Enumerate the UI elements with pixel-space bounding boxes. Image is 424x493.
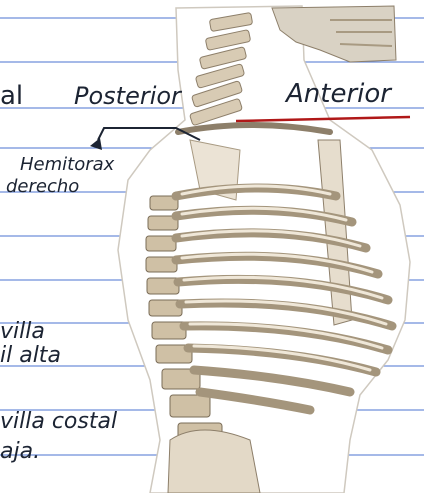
hemitorax-label-2: derecho <box>6 176 79 197</box>
left-note-1b: il alta <box>0 343 61 368</box>
posterior-label: Posterior <box>74 82 183 110</box>
left-note-1a: villa <box>0 319 45 344</box>
margin-fragment-label: al <box>0 81 23 111</box>
pelvis <box>168 430 260 493</box>
left-note-2b: aja. <box>0 439 40 464</box>
left-note-2a: villa costal <box>0 409 117 434</box>
hemitorax-label: Hemitorax <box>20 154 115 175</box>
anterior-label: Anterior <box>284 79 393 109</box>
